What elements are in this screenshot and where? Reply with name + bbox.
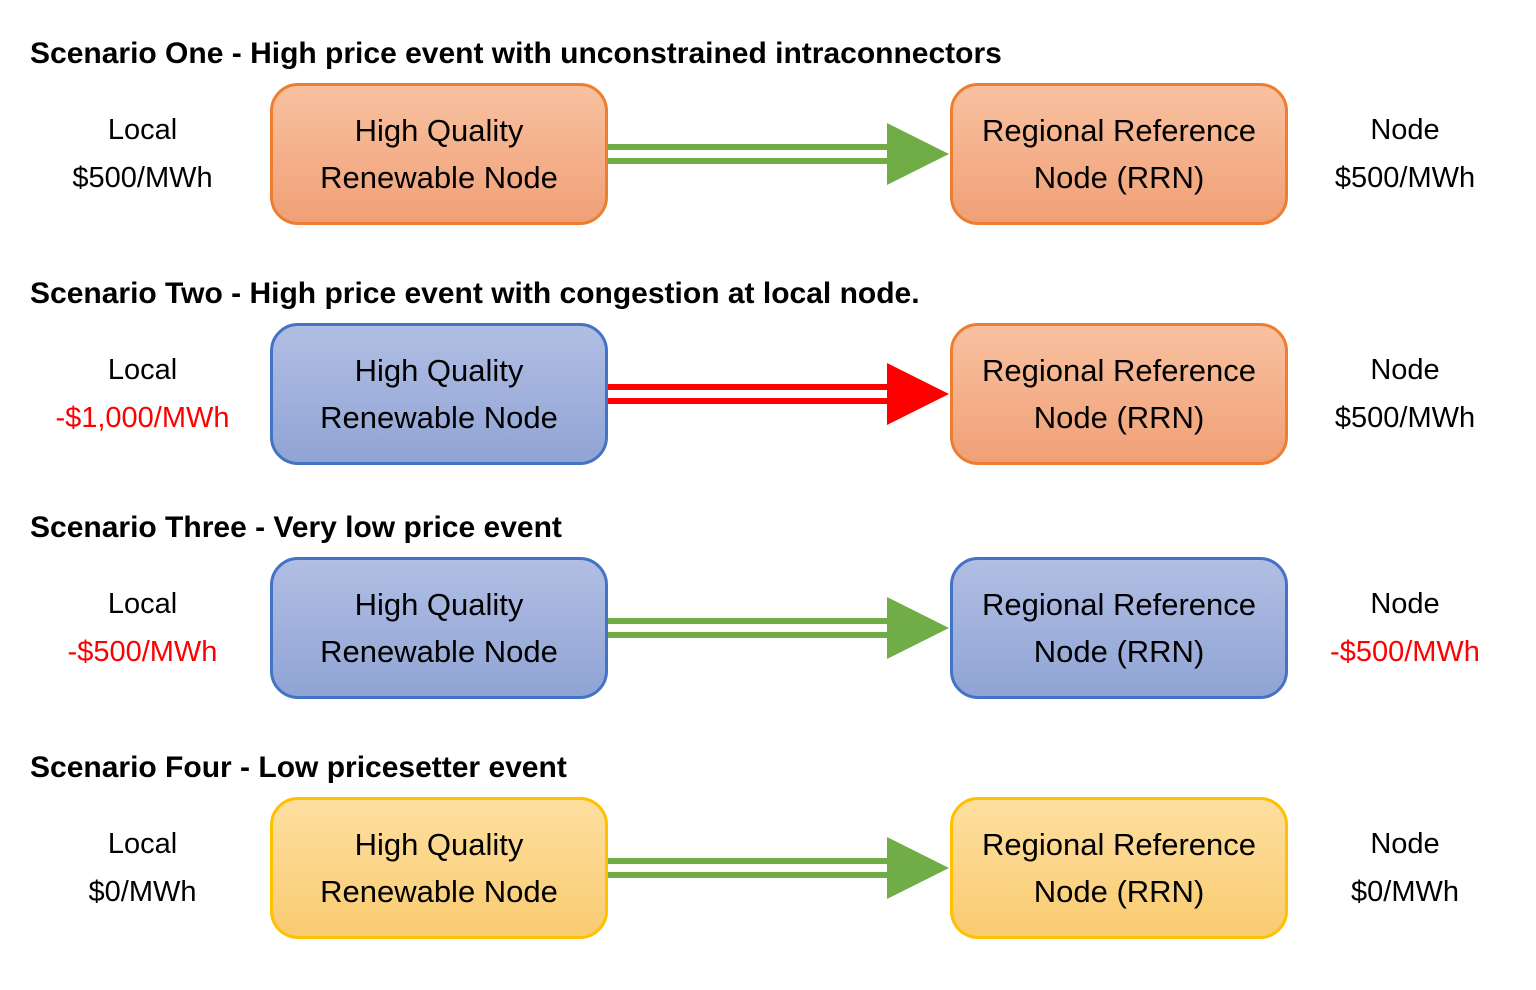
scenario-body: Local $0/MWh High Quality Renewable Node…	[0, 797, 1536, 939]
regional-reference-node-box: Regional Reference Node (RRN)	[950, 323, 1288, 465]
node-box-line1: Regional Reference	[981, 113, 1256, 148]
hq-renewable-node-box: High Quality Renewable Node	[270, 557, 608, 699]
node-box-line1: Regional Reference	[981, 353, 1256, 388]
scenario-four: Scenario Four - Low pricesetter event Lo…	[0, 750, 1536, 988]
node-box-line1: High Quality	[354, 113, 524, 148]
local-price-value: $500/MWh	[72, 162, 213, 194]
node-label-text: Node	[1370, 588, 1440, 620]
hq-renewable-node-box: High Quality Renewable Node	[270, 797, 608, 939]
scenario-two: Scenario Two - High price event with con…	[0, 276, 1536, 514]
local-label-text: Local	[107, 114, 178, 146]
node-label-text: Node	[1370, 828, 1440, 860]
arrow-head-icon	[887, 597, 949, 659]
local-price-label: Local $0/MWh	[20, 797, 265, 939]
node-price-value: $500/MWh	[1334, 162, 1476, 194]
hq-renewable-node-box: High Quality Renewable Node	[270, 323, 608, 465]
scenario-title: Scenario One - High price event with unc…	[30, 37, 1002, 70]
local-price-label: Local -$500/MWh	[20, 557, 265, 699]
node-label-text: Node	[1370, 354, 1440, 386]
local-price-value: $0/MWh	[88, 876, 197, 908]
local-label-text: Local	[107, 588, 178, 620]
node-box-line2: Node (RRN)	[1033, 634, 1205, 669]
scenario-title: Scenario Four - Low pricesetter event	[30, 751, 567, 784]
arrow-shaft	[608, 144, 893, 164]
node-box-line1: Regional Reference	[981, 827, 1256, 862]
flow-arrow	[608, 557, 949, 699]
node-box-line1: High Quality	[354, 353, 524, 388]
hq-renewable-node-box: High Quality Renewable Node	[270, 83, 608, 225]
node-box-line1: High Quality	[354, 827, 524, 862]
node-box-line2: Node (RRN)	[1033, 160, 1205, 195]
local-label-text: Local	[107, 354, 178, 386]
node-price-value: $0/MWh	[1351, 876, 1459, 908]
flow-arrow	[608, 797, 949, 939]
arrow-shaft	[608, 858, 893, 878]
arrow-head-icon	[887, 123, 949, 185]
local-price-label: Local $500/MWh	[20, 83, 265, 225]
node-box-line2: Node (RRN)	[1033, 874, 1205, 909]
scenario-title: Scenario Two - High price event with con…	[30, 277, 920, 310]
scenario-three: Scenario Three - Very low price event Lo…	[0, 510, 1536, 748]
arrow-shaft	[608, 384, 893, 404]
arrow-shaft	[608, 618, 893, 638]
node-price-label: Node $500/MWh	[1295, 323, 1515, 465]
flow-arrow	[608, 323, 949, 465]
scenario-title: Scenario Three - Very low price event	[30, 511, 562, 544]
node-price-label: Node -$500/MWh	[1295, 557, 1515, 699]
arrow-head-icon	[887, 837, 949, 899]
scenario-one: Scenario One - High price event with unc…	[0, 36, 1536, 274]
node-label-text: Node	[1370, 114, 1440, 146]
regional-reference-node-box: Regional Reference Node (RRN)	[950, 83, 1288, 225]
arrow-head-icon	[887, 363, 949, 425]
local-price-value: -$1,000/MWh	[55, 402, 230, 434]
node-box-line1: High Quality	[354, 587, 524, 622]
node-price-value: -$500/MWh	[1330, 636, 1480, 668]
node-box-line2: Renewable Node	[320, 634, 558, 669]
scenario-body: Local $500/MWh High Quality Renewable No…	[0, 83, 1536, 225]
node-price-label: Node $500/MWh	[1295, 83, 1515, 225]
flow-arrow	[608, 83, 949, 225]
local-price-value: -$500/MWh	[67, 636, 218, 668]
node-price-value: $500/MWh	[1334, 402, 1476, 434]
scenario-body: Local -$1,000/MWh High Quality Renewable…	[0, 323, 1536, 465]
scenario-body: Local -$500/MWh High Quality Renewable N…	[0, 557, 1536, 699]
node-box-line2: Renewable Node	[320, 160, 558, 195]
regional-reference-node-box: Regional Reference Node (RRN)	[950, 557, 1288, 699]
node-box-line1: Regional Reference	[981, 587, 1256, 622]
node-box-line2: Renewable Node	[320, 874, 558, 909]
regional-reference-node-box: Regional Reference Node (RRN)	[950, 797, 1288, 939]
node-box-line2: Node (RRN)	[1033, 400, 1205, 435]
local-label-text: Local	[107, 828, 178, 860]
local-price-label: Local -$1,000/MWh	[20, 323, 265, 465]
node-box-line2: Renewable Node	[320, 400, 558, 435]
node-price-label: Node $0/MWh	[1295, 797, 1515, 939]
